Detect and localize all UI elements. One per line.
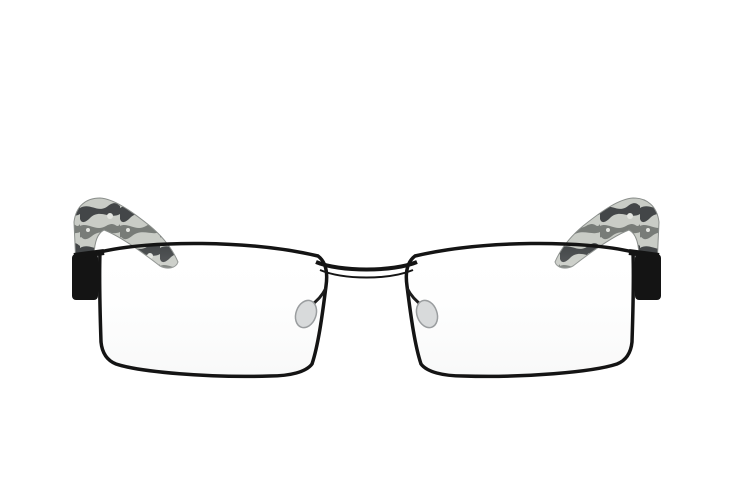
left-top-bar xyxy=(73,249,105,259)
nose-bridge xyxy=(315,260,418,279)
left-lens-rim xyxy=(97,241,329,379)
right-hinge xyxy=(635,254,661,300)
right-top-bar xyxy=(628,249,660,259)
left-hinge xyxy=(72,254,98,300)
left-nose-pad xyxy=(294,287,328,329)
right-lens-rim xyxy=(404,241,636,379)
right-nose-pad xyxy=(405,287,439,329)
